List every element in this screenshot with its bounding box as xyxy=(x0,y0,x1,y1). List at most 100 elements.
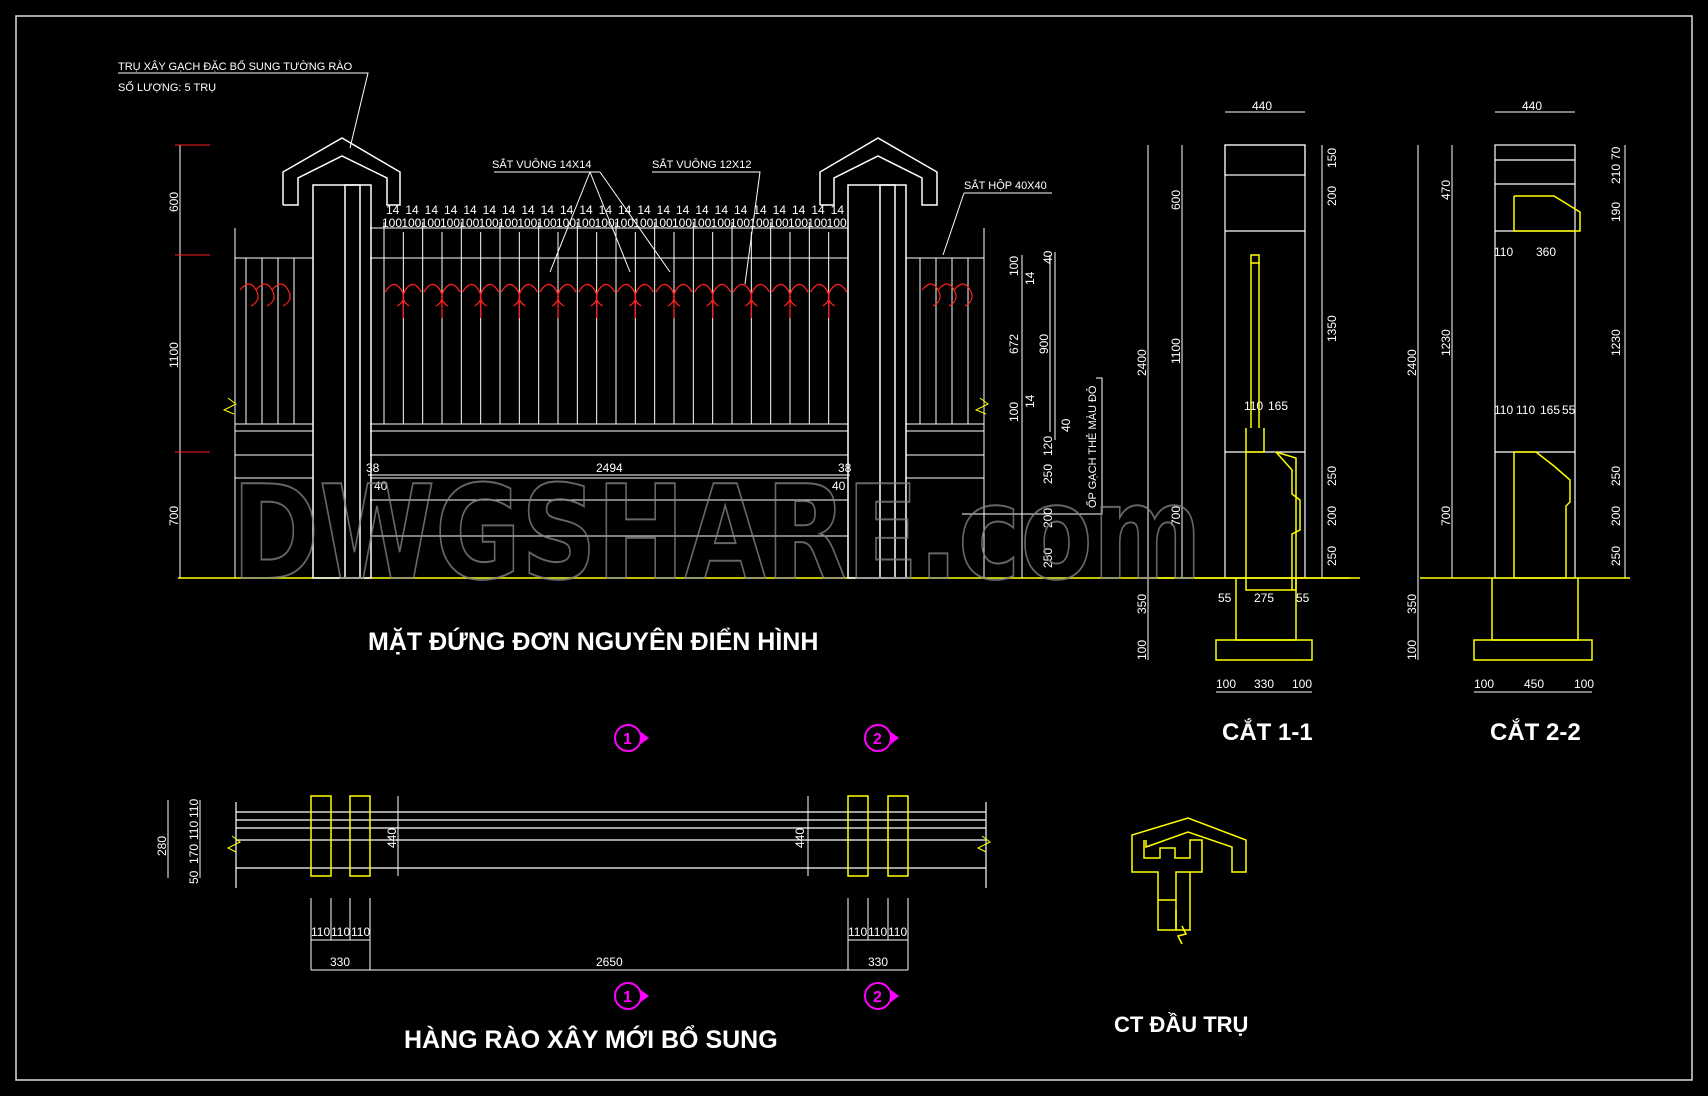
plan-main-2650: 2650 xyxy=(596,955,623,969)
s1-base-55b: 55 xyxy=(1296,591,1310,605)
top-dim-14: 14 xyxy=(444,203,458,217)
plan-left-170: 170 xyxy=(187,844,201,864)
top-dim-100: 100 xyxy=(672,216,692,230)
top-dim-100: 100 xyxy=(633,216,653,230)
marker-1-bottom: 1 xyxy=(623,989,632,1006)
top-dim-14: 14 xyxy=(560,203,574,217)
top-dim-14: 14 xyxy=(715,203,729,217)
plan-post2-440: 440 xyxy=(793,828,807,848)
s1-top-440: 440 xyxy=(1252,99,1272,113)
s2-foot-100a: 100 xyxy=(1474,677,1494,691)
tile-note: ỐP GẠCH THẺ MÀU ĐỎ xyxy=(1085,385,1099,508)
top-dim-100: 100 xyxy=(807,216,827,230)
elev-38b: 38 xyxy=(838,461,852,475)
plan-sub2-110b: 110 xyxy=(868,925,887,939)
s1-left-1100: 1100 xyxy=(1169,338,1183,364)
s2-bottom-100: 100 xyxy=(1405,640,1419,660)
scroll-ornament xyxy=(578,283,616,318)
s2-right-190: 190 xyxy=(1609,202,1623,222)
section-2-2: 440 2400 470 1230 700 70 210 190 1230 25… xyxy=(1405,99,1630,746)
plan-sub-110a: 110 xyxy=(311,925,330,939)
top-dim-14: 14 xyxy=(521,203,535,217)
s1-left-700: 700 xyxy=(1169,506,1183,526)
title-section2: CẮT 2-2 xyxy=(1490,718,1581,746)
plan-sub2-110c: 110 xyxy=(888,925,907,939)
bar12-note: SẮT VUÔNG 12X12 xyxy=(652,158,751,171)
plan-view: 280 110 110 170 50 440 440 110 110 110 1… xyxy=(155,795,991,1054)
s1-foot-100b: 100 xyxy=(1292,677,1312,691)
elev-dim-1100: 1100 xyxy=(167,342,181,368)
s1-right-200b: 200 xyxy=(1325,506,1339,526)
s1-total-2400: 2400 xyxy=(1135,349,1149,376)
fence-bars xyxy=(383,222,849,424)
s2-mid-165: 165 xyxy=(1540,403,1560,417)
elev-rdim-40a: 40 xyxy=(1041,250,1055,264)
elev-right-dim-lines xyxy=(1021,252,1056,578)
top-dim-14: 14 xyxy=(773,203,787,217)
top-dim-14: 14 xyxy=(579,203,593,217)
s2-right-1230: 1230 xyxy=(1609,329,1623,356)
s2-right-250a: 250 xyxy=(1609,466,1623,486)
marker-2-bottom: 2 xyxy=(873,989,882,1006)
s1-mid-110: 110 xyxy=(1244,399,1263,413)
s2-right-200: 200 xyxy=(1609,506,1623,526)
scroll-ornament xyxy=(384,283,422,318)
plan-post-440: 440 xyxy=(385,828,399,848)
top-dim-14: 14 xyxy=(425,203,439,217)
top-dim-14: 14 xyxy=(753,203,767,217)
elev-dim-700: 700 xyxy=(167,506,181,526)
top-dim-100: 100 xyxy=(769,216,789,230)
top-dim-14: 14 xyxy=(541,203,555,217)
top-dim-100: 100 xyxy=(653,216,673,230)
top-dim-100: 100 xyxy=(614,216,634,230)
title-plan: HÀNG RÀO XÂY MỚI BỔ SUNG xyxy=(404,1024,778,1054)
s2-mid-110b: 110 xyxy=(1516,403,1535,417)
top-dim-14: 14 xyxy=(695,203,709,217)
marker-1-top: 1 xyxy=(623,731,632,748)
top-dim-100: 100 xyxy=(575,216,595,230)
scroll-ornament xyxy=(500,283,538,318)
box-note: SẮT HỘP 40X40 xyxy=(964,179,1047,192)
top-bar-dims: 1410014100141001410014100141001410014100… xyxy=(382,203,847,230)
s2-foot-450: 450 xyxy=(1524,677,1544,691)
top-dim-14: 14 xyxy=(637,203,651,217)
elev-rdim-120: 120 xyxy=(1041,436,1055,456)
s1-right-150: 150 xyxy=(1325,148,1339,168)
scroll-ornament xyxy=(423,283,461,318)
elev-rdim-200: 200 xyxy=(1041,508,1055,528)
top-dim-100: 100 xyxy=(788,216,808,230)
s2-right-70: 70 xyxy=(1609,146,1623,160)
elev-rdim-672: 672 xyxy=(1007,334,1021,354)
s2-mid-55: 55 xyxy=(1562,403,1576,417)
top-dim-14: 14 xyxy=(599,203,613,217)
elev-rdim-14a: 14 xyxy=(1023,271,1037,285)
scroll-ornament xyxy=(539,283,577,318)
top-dim-14: 14 xyxy=(811,203,825,217)
plan-left-110b: 110 xyxy=(187,821,201,840)
s2-top-440: 440 xyxy=(1522,99,1542,113)
top-dim-14: 14 xyxy=(502,203,516,217)
bar14-note: SẮT VUÔNG 14X14 xyxy=(492,158,591,171)
top-dim-100: 100 xyxy=(459,216,479,230)
top-dim-100: 100 xyxy=(517,216,537,230)
top-dim-100: 100 xyxy=(498,216,518,230)
plan-left-50: 50 xyxy=(187,870,201,884)
top-dim-100: 100 xyxy=(479,216,499,230)
top-dim-14: 14 xyxy=(734,203,748,217)
plan-sub-110c: 110 xyxy=(351,925,370,939)
top-dim-14: 14 xyxy=(483,203,497,217)
s2-cap-360: 360 xyxy=(1536,245,1556,259)
marker-2-top: 2 xyxy=(873,731,882,748)
elev-rdim-100b: 100 xyxy=(1007,402,1021,422)
elev-left-dim-lines xyxy=(175,144,210,578)
s2-left-700: 700 xyxy=(1439,506,1453,526)
s2-right-250b: 250 xyxy=(1609,546,1623,566)
section-1-1: 440 2400 600 1100 700 150 200 1350 250 2… xyxy=(1135,99,1350,746)
top-dim-14: 14 xyxy=(618,203,632,217)
s2-foot-100b: 100 xyxy=(1574,677,1594,691)
top-dim-100: 100 xyxy=(827,216,847,230)
scroll-ornament xyxy=(616,283,654,318)
top-dim-14: 14 xyxy=(405,203,419,217)
